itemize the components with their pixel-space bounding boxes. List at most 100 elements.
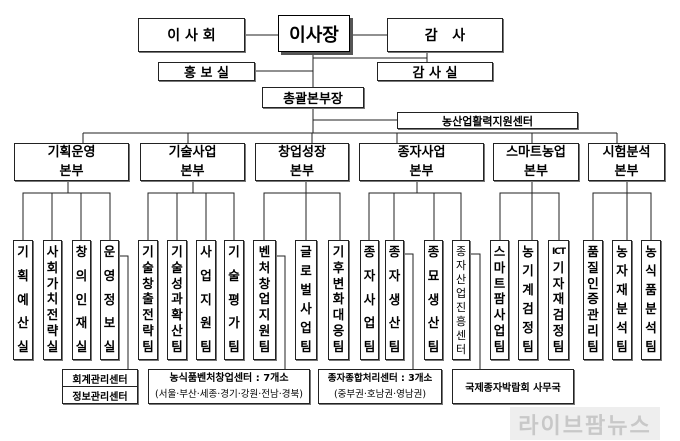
division-name: 스마트농업 — [506, 145, 566, 160]
team-label-char: 보 — [103, 315, 116, 331]
team-label-char: 창 — [258, 275, 271, 291]
team-label-char: 마 — [493, 259, 506, 275]
team-label-char: 후 — [332, 259, 345, 275]
audit-office-box: 감 사 실 — [377, 62, 493, 81]
seed-center-box: 종자종합처리센터 : 3개소(중부권·호남권·영남권) — [318, 369, 442, 404]
team-label-char: 팀 — [388, 339, 401, 354]
seed-center-regions: (중부권·호남권·영남권) — [333, 388, 427, 400]
team-label-char: ICT — [551, 247, 566, 257]
board-box: 이 사 회 — [138, 18, 245, 52]
team-label-char: 영 — [103, 267, 116, 283]
team-label-char: 원 — [258, 323, 271, 339]
seed-expo-label: 국제종자박람회 사무국 — [465, 383, 561, 394]
team-label-char: 석 — [645, 320, 657, 335]
accounting-center-label: 회계관리센터 — [72, 374, 128, 386]
team-label-char: 기 — [171, 244, 183, 259]
team-label-char: 팀 — [142, 338, 154, 354]
team-label-char: 전 — [142, 307, 154, 323]
team-label-char: 재 — [616, 282, 628, 297]
team-label-char: 기 — [552, 259, 565, 275]
team-label-char: 생 — [388, 291, 401, 307]
team-label-char: 운 — [103, 244, 116, 259]
team-label-char: 업 — [455, 287, 467, 300]
team-label-char: 기 — [17, 244, 29, 259]
team-label-char: 화 — [332, 291, 345, 307]
auditor-box: 감 사 — [387, 18, 503, 52]
division-name: 기획운영 — [47, 145, 96, 160]
team-label-char: 기 — [522, 263, 534, 278]
team-label-char: 팀 — [332, 338, 345, 354]
team-label-char: 출 — [142, 291, 154, 307]
auditor-label: 감 사 — [424, 28, 466, 44]
team-label-char: 팀 — [616, 339, 628, 354]
team-label-char: 산 — [17, 315, 29, 331]
audit-office-label: 감 사 실 — [412, 66, 458, 81]
team-label-char: 팀 — [587, 338, 599, 354]
team-label-char: 자 — [388, 267, 401, 283]
team-label-char: 생 — [427, 291, 440, 307]
team-label-char: 예 — [17, 291, 29, 307]
team-label-char: 터 — [455, 343, 467, 356]
team-label-char: 흥 — [455, 315, 467, 328]
team-label-char: 로 — [300, 263, 312, 278]
team-label-char: 농 — [522, 244, 534, 259]
team-label-char: 창 — [75, 244, 88, 259]
team-label-char: 재 — [552, 291, 565, 307]
team-label-char: 획 — [17, 267, 29, 283]
team-label-char: 사 — [300, 301, 312, 316]
division-name: 창업성장 — [278, 145, 326, 160]
team-label-char: 과 — [171, 291, 183, 307]
team-label-char: 팀 — [171, 338, 183, 354]
team-label-char: 산 — [171, 323, 183, 339]
team-label-char: 사 — [46, 244, 59, 259]
team-label-char: 실 — [75, 339, 88, 354]
team-label-char: 지 — [258, 307, 271, 323]
team-label-char: 지 — [200, 291, 212, 307]
team-label-char: 벌 — [300, 282, 312, 297]
team-label-char: 성 — [171, 275, 183, 291]
team-label-char: 창 — [142, 275, 154, 291]
team-label-char: 략 — [142, 323, 154, 339]
team-label-char: 업 — [258, 291, 271, 307]
team-label-char: 석 — [616, 320, 628, 335]
team-label-char: 팀 — [552, 338, 565, 354]
general-director-label: 총괄본부장 — [283, 92, 343, 107]
team-label-char: 증 — [587, 291, 599, 307]
pr-office-label: 홍 보 실 — [184, 66, 229, 81]
team-label-char: 팀 — [258, 338, 271, 354]
team-label-char: 팜 — [493, 291, 506, 307]
team-label-char: 가 — [46, 275, 59, 291]
team-label-char: 농 — [616, 244, 628, 259]
team-label-char: 처 — [258, 259, 271, 275]
accounting-center-box: 회계관리센터 — [62, 369, 138, 387]
team-label-char: 팀 — [645, 339, 657, 354]
team-label-char: 실 — [46, 338, 59, 354]
team-label-char: 벤 — [258, 244, 271, 259]
team-label-char: 업 — [200, 267, 212, 283]
team-label-char: 의 — [75, 267, 88, 283]
team-label-char: 팀 — [300, 339, 312, 354]
team-label-char: 회 — [46, 259, 59, 275]
team-label-char: 사 — [200, 244, 212, 259]
team-label-char: 팀 — [228, 339, 240, 354]
team-label-char: 사 — [493, 307, 506, 323]
chairman-label: 이사장 — [289, 24, 339, 46]
team-label-char: 자 — [616, 263, 628, 278]
team-label-char: 자 — [552, 275, 565, 291]
team-label-char: 산 — [427, 315, 440, 331]
team-label-char: 종 — [455, 245, 467, 258]
team-label-char: 계 — [522, 282, 534, 297]
